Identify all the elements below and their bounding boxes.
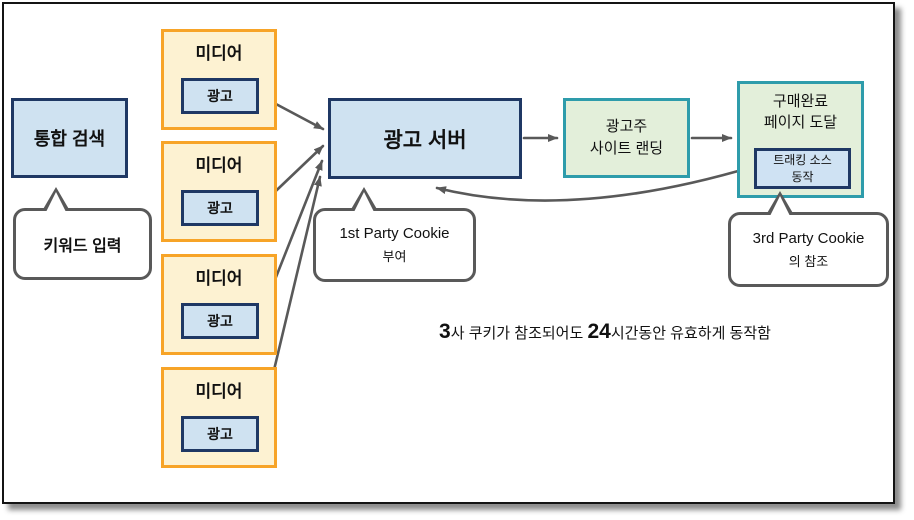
third-party-cookie-bubble: 3rd Party Cookie 의 참조 [728, 191, 889, 287]
media-box-3: 미디어 광고 [161, 254, 277, 355]
tracking-line2: 동작 [791, 169, 814, 184]
ad-box-4: 광고 [181, 416, 259, 452]
purchase-line1: 구매완료 [772, 93, 829, 110]
media-box-1: 미디어 광고 [161, 29, 277, 130]
first-party-cookie-line1: 1st Party Cookie [339, 225, 450, 242]
purchase-title: 구매완료 페이지 도달 [740, 91, 861, 133]
note-text-2: 시간동안 유효하게 동작함 [610, 325, 771, 342]
ad-server-label: 광고 서버 [383, 128, 467, 152]
advertiser-line1: 광고주 [605, 118, 648, 136]
media-box-2: 미디어 광고 [161, 141, 277, 242]
third-party-cookie-line2: 의 참조 [788, 253, 829, 269]
first-party-cookie-bubble: 1st Party Cookie 부여 [313, 187, 476, 282]
media-title: 미디어 [195, 269, 243, 288]
media-title: 미디어 [195, 44, 243, 63]
advertiser-line2: 사이트 랜딩 [589, 140, 664, 157]
note-text-1: 사 쿠키가 참조되어도 [450, 325, 588, 342]
ad-box-2: 광고 [181, 190, 259, 226]
purchase-line2: 페이지 도달 [763, 114, 838, 131]
search-box-label: 통합 검색 [33, 129, 106, 149]
first-party-cookie-line2: 부여 [382, 249, 407, 264]
ad-label: 광고 [207, 200, 233, 216]
ad-label: 광고 [207, 88, 233, 104]
ad-label: 광고 [207, 313, 233, 329]
ad-label: 광고 [207, 426, 233, 442]
note-number-3: 3 [439, 320, 451, 343]
tracking-line1: 트래킹 소스 [773, 153, 832, 168]
third-party-cookie-line1: 3rd Party Cookie [752, 229, 865, 247]
note-number-24: 24 [587, 320, 611, 343]
tracking-source-box: 트래킹 소스 동작 [754, 148, 851, 189]
ad-server-box: 광고 서버 [328, 98, 522, 179]
keyword-input-label: 키워드 입력 [43, 238, 122, 255]
arrow-tracking-to-server [435, 165, 754, 202]
media-title: 미디어 [195, 156, 243, 175]
media-box-4: 미디어 광고 [161, 367, 277, 468]
ad-box-3: 광고 [181, 303, 259, 339]
validity-note: 3사 쿠키가 참조되어도 24시간동안 유효하게 동작함 [390, 320, 820, 344]
purchase-complete-box: 구매완료 페이지 도달 트래킹 소스 동작 [737, 81, 864, 198]
advertiser-landing-box: 광고주 사이트 랜딩 [563, 98, 690, 178]
media-title: 미디어 [195, 382, 243, 401]
search-box: 통합 검색 [11, 98, 128, 178]
ad-box-1: 광고 [181, 78, 259, 114]
keyword-input-bubble: 키워드 입력 [13, 187, 152, 280]
